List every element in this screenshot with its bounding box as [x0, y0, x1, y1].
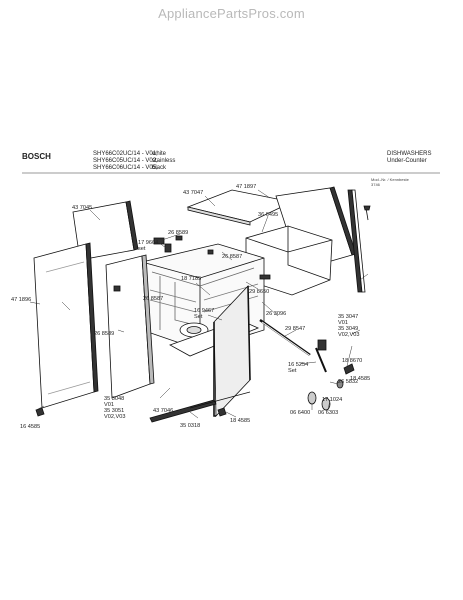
roller	[321, 397, 331, 411]
part-label: 06 6303	[318, 410, 339, 416]
model-color: stainless	[152, 158, 176, 164]
model-note-line: Mod.-Nr. / Kennbeste	[371, 177, 409, 182]
clip	[113, 285, 121, 292]
category-subtitle: Under-Counter	[387, 158, 427, 164]
part-label: 16 5254	[288, 362, 309, 368]
part-label: 35 3049	[338, 326, 359, 332]
part-label: 43 7047	[183, 190, 204, 196]
part-label: 16 9467	[194, 308, 215, 314]
part-label: 06 6400	[290, 410, 311, 416]
part-label: V01	[104, 402, 114, 408]
part-label: 18 8670	[342, 358, 363, 364]
part-label: Set	[288, 368, 297, 374]
part-label: 35 3047	[338, 314, 359, 320]
side-strip	[351, 189, 366, 293]
part-label: 26 5832	[338, 379, 359, 385]
part-label: 29 8547	[285, 326, 306, 332]
model-note: Mod.-Nr. / Kennbeste 3746	[371, 177, 409, 187]
foot-nut	[343, 363, 355, 375]
part-label: 26 8589	[168, 230, 189, 236]
part-label: 43 7046	[153, 408, 174, 414]
slide-rail	[259, 318, 311, 357]
watermark: AppliancePartsPros.com	[158, 6, 305, 21]
part-label: 47 1896	[11, 297, 32, 303]
part-label: 26 8587	[143, 296, 164, 302]
part-label: 16 4585	[20, 424, 41, 430]
screw	[35, 407, 45, 417]
part-label: 35 3048	[104, 396, 125, 402]
part-label: V02,V03	[338, 332, 360, 338]
roller	[307, 391, 317, 405]
model-code: SHY66C06UC/14 - V05,	[93, 165, 158, 171]
model-color: white	[152, 151, 167, 157]
part-label: 18 4585	[350, 376, 371, 382]
clip	[259, 274, 271, 280]
part-label: 18 4585	[230, 418, 251, 424]
part-label: 26 8587	[222, 254, 243, 260]
part-label: 26 3096	[266, 311, 287, 317]
part-label: V02,V03	[104, 414, 126, 420]
model-code: SHY66C05UC/14 - V02,	[93, 158, 158, 164]
model-color: black	[152, 165, 167, 171]
hinge-bracket	[164, 243, 172, 253]
part-label: 35 3051	[104, 408, 125, 414]
part-label: 17 1024	[322, 397, 343, 403]
category-title: DISHWASHERS	[387, 151, 432, 157]
screw	[217, 407, 227, 417]
part-label: 35 0318	[180, 423, 201, 429]
clip	[207, 249, 214, 255]
clip	[175, 235, 183, 241]
top-panel-edge	[187, 206, 251, 226]
part-label: 47 1897	[236, 184, 257, 190]
part-label: 26 8589	[94, 331, 115, 337]
part-label: 18 7185	[181, 276, 202, 282]
part-label: Set	[194, 314, 203, 320]
model-code: SHY66C02UC/14 - V01,	[93, 151, 158, 157]
part-label: 36 6495	[258, 212, 279, 218]
hinge-bracket	[153, 237, 165, 245]
brand-name: BOSCH	[22, 152, 51, 161]
part-label: 17 9664	[138, 240, 159, 246]
part-label: 43 7045	[72, 205, 93, 211]
foot-rod	[315, 347, 327, 373]
part-label: set	[138, 246, 146, 252]
part-label: V01	[338, 320, 348, 326]
model-note-number: 3746	[371, 182, 380, 187]
part-label: 29 8650	[249, 289, 270, 295]
